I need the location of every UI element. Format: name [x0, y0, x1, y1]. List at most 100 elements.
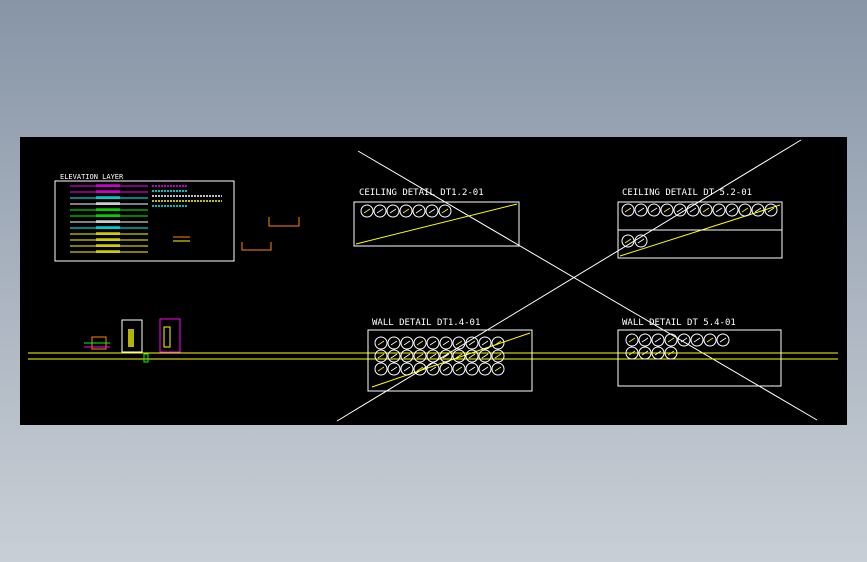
callout-circle	[621, 234, 635, 248]
detail-title: WALL DETAIL DT1.4-01	[372, 318, 480, 328]
callout-mark	[363, 208, 371, 214]
callout-circle	[373, 204, 387, 218]
callout-circle	[465, 362, 479, 376]
callout-mark	[403, 353, 411, 359]
callout-mark	[403, 366, 411, 372]
callout-circle	[634, 203, 648, 217]
callout-circle	[386, 204, 400, 218]
callout-circle	[374, 349, 388, 363]
callout-circle	[426, 349, 440, 363]
callout-circle	[374, 362, 388, 376]
callout-mark	[754, 207, 762, 213]
legend-swatch-label	[96, 220, 120, 223]
callout-mark	[494, 340, 502, 346]
callout-circle	[716, 333, 730, 347]
callout-mark	[389, 208, 397, 214]
callout-circle	[725, 203, 739, 217]
cross-line-a	[357, 150, 818, 421]
callout-mark	[728, 207, 736, 213]
callout-mark	[637, 238, 645, 244]
callout-circle	[677, 333, 691, 347]
legend-swatch-label	[96, 244, 120, 247]
callout-circle	[664, 346, 678, 360]
callout-mark	[376, 208, 384, 214]
callout-mark	[481, 340, 489, 346]
legend-swatch-label	[96, 250, 120, 253]
callout-mark	[654, 350, 662, 356]
legend-swatch-label	[96, 214, 120, 217]
callout-circle	[425, 204, 439, 218]
callout-mark	[468, 353, 476, 359]
callout-mark	[637, 207, 645, 213]
callout-mark	[415, 208, 423, 214]
callout-circle	[625, 333, 639, 347]
callout-mark	[654, 337, 662, 343]
callout-circle	[491, 349, 505, 363]
legend-swatch-label	[96, 238, 120, 241]
detail-title: CEILING DETAIL DT1.2-01	[359, 188, 484, 198]
bracket-symbol-top	[268, 217, 300, 227]
callout-circle	[478, 362, 492, 376]
detail-title: WALL DETAIL DT 5.4-01	[622, 318, 736, 328]
callout-mark	[481, 353, 489, 359]
callout-circle	[360, 204, 374, 218]
callout-circle	[439, 349, 453, 363]
callout-circle	[400, 362, 414, 376]
callout-mark	[390, 366, 398, 372]
callout-mark	[741, 207, 749, 213]
callout-circle	[690, 333, 704, 347]
elev-symbol-2	[121, 319, 143, 353]
wall-detail-dt5-4: WALL DETAIL DT 5.4-01	[617, 318, 782, 387]
callout-mark	[702, 207, 710, 213]
callout-mark	[416, 366, 424, 372]
callout-mark	[416, 353, 424, 359]
elevation-layer-legend: ELEVATION LAYER	[54, 173, 235, 262]
callout-mark	[663, 207, 671, 213]
callout-mark	[693, 337, 701, 343]
callout-mark	[455, 353, 463, 359]
cross-line-b	[336, 139, 802, 422]
callout-mark	[377, 340, 385, 346]
legend-swatch-label	[96, 190, 120, 193]
callout-circle	[712, 203, 726, 217]
callout-mark	[667, 350, 675, 356]
callout-circle	[413, 362, 427, 376]
callout-circle	[660, 203, 674, 217]
cad-drawing: ELEVATION LAYER CEILING DETAIL DT1.2-01	[28, 139, 838, 422]
callout-mark	[494, 366, 502, 372]
callout-circle	[413, 336, 427, 350]
callout-mark	[442, 340, 450, 346]
callout-mark	[624, 238, 632, 244]
legend-swatch-label	[96, 208, 120, 211]
callout-circle	[387, 349, 401, 363]
detail-title: CEILING DETAIL DT 5.2-01	[622, 188, 752, 198]
callout-mark	[403, 340, 411, 346]
callout-mark	[641, 350, 649, 356]
callout-circle	[638, 333, 652, 347]
callout-circle	[413, 349, 427, 363]
callout-mark	[428, 208, 436, 214]
callout-mark	[441, 208, 449, 214]
callout-circle	[465, 349, 479, 363]
legend-swatch-label	[96, 196, 120, 199]
callout-circle	[664, 333, 678, 347]
callout-circle	[634, 234, 648, 248]
ceiling-detail-dt5-2: CEILING DETAIL DT 5.2-01	[617, 188, 783, 259]
callout-circle	[673, 203, 687, 217]
callout-circle	[438, 204, 452, 218]
callout-mark	[468, 366, 476, 372]
callout-mark	[624, 207, 632, 213]
elev-symbol-3	[159, 318, 181, 353]
callout-circle	[387, 336, 401, 350]
cad-model-viewport[interactable]: ELEVATION LAYER CEILING DETAIL DT1.2-01	[20, 137, 847, 425]
callout-circle	[764, 203, 778, 217]
callout-circle	[699, 203, 713, 217]
callout-circle	[738, 203, 752, 217]
callout-circle	[399, 204, 413, 218]
legend-swatches	[70, 184, 148, 253]
callout-circle	[491, 336, 505, 350]
callout-circle	[703, 333, 717, 347]
detail-frame	[617, 329, 782, 387]
callout-circle	[491, 362, 505, 376]
callout-circle	[374, 336, 388, 350]
